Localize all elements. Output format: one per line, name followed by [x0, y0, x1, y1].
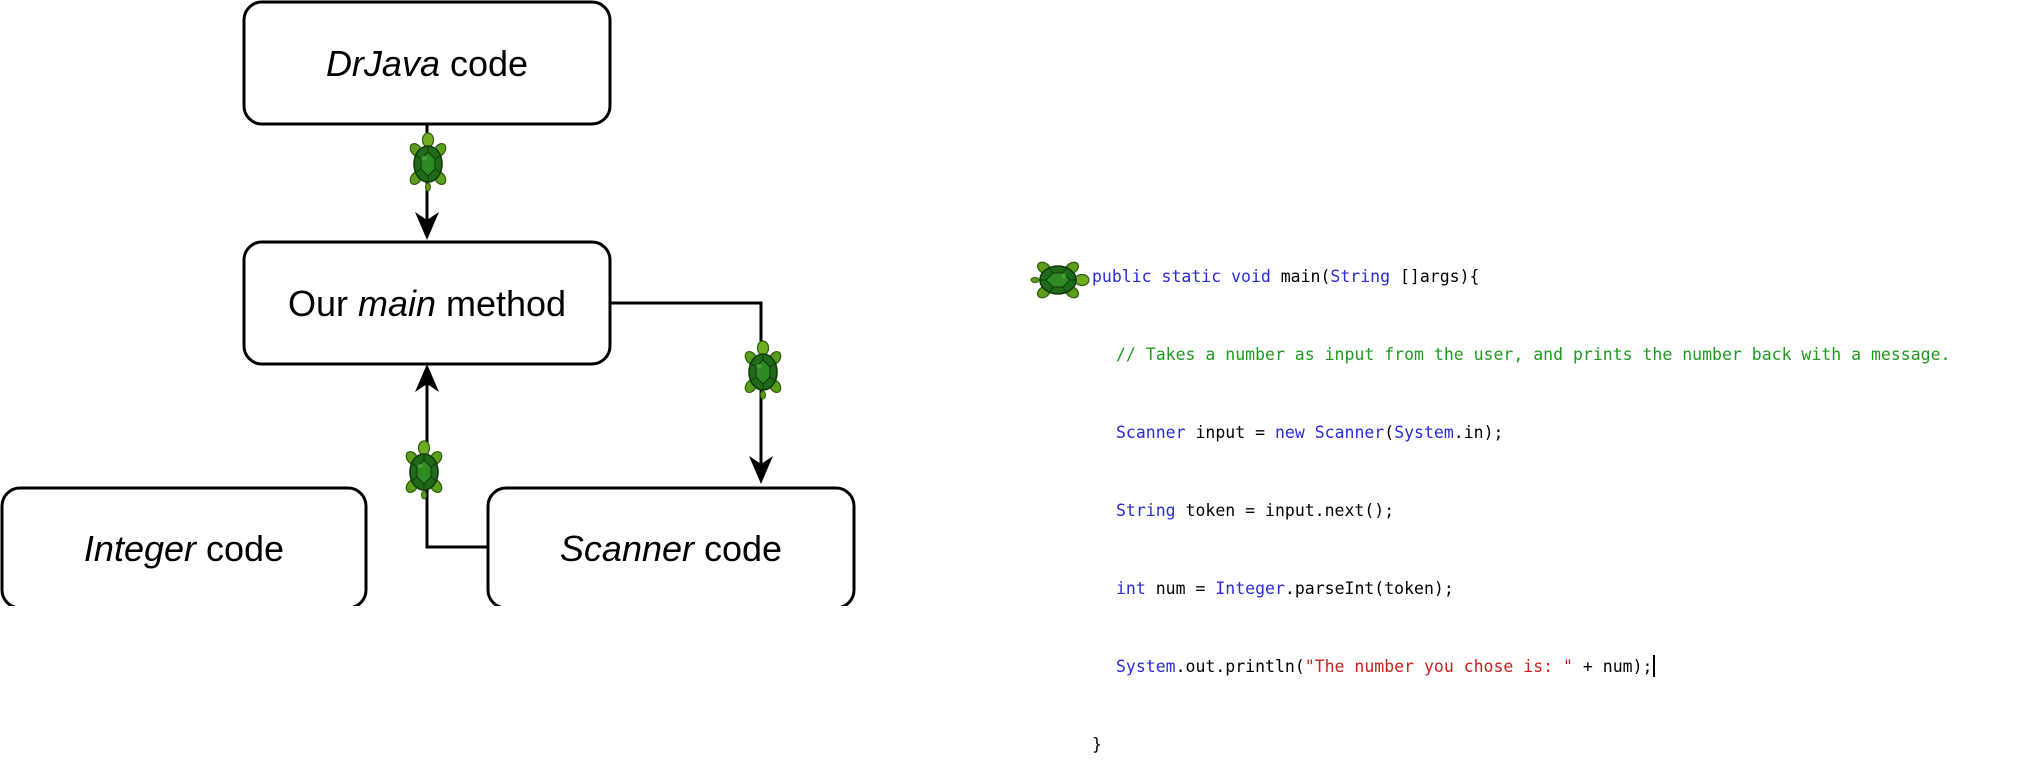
- text-caret: [1653, 655, 1656, 677]
- code-text: num =: [1145, 579, 1216, 598]
- code-line: String token = input.next();: [1092, 498, 1950, 524]
- code-type: String: [1116, 501, 1176, 520]
- code-type: Scanner: [1314, 423, 1385, 442]
- box-label: DrJava code: [326, 43, 528, 84]
- turtle-icon: [742, 340, 784, 400]
- box-drjava-code: DrJava code: [242, 0, 612, 126]
- code-line: System.out.println("The number you chose…: [1092, 654, 1950, 680]
- box-label-italic: DrJava: [326, 43, 440, 84]
- arrow-main-to-scanner: [610, 301, 763, 476]
- flow-diagram: DrJava code Our main method Integer code…: [0, 0, 1090, 606]
- code-line: int num = Integer.parseInt(token);: [1092, 576, 1950, 602]
- code-type: System: [1394, 423, 1454, 442]
- code-text: + num);: [1572, 657, 1653, 676]
- code-text: input =: [1185, 423, 1275, 442]
- box-label-rest: method: [436, 283, 566, 324]
- code-line: Scanner input = new Scanner(System.in);: [1092, 420, 1950, 446]
- code-keyword: int: [1116, 579, 1146, 598]
- box-label-italic: Integer: [84, 528, 198, 569]
- code-keyword: new: [1274, 423, 1305, 442]
- box-label: Scanner code: [560, 528, 782, 569]
- box-label-pre: Our: [288, 283, 358, 324]
- code-type: System: [1116, 657, 1176, 676]
- turtle-icon: [407, 132, 449, 192]
- code-snippet: public static void main(String []args){ …: [1092, 212, 1950, 784]
- connectors: [415, 124, 773, 549]
- arrow-scanner-to-main: [425, 368, 488, 549]
- turtle-icon: [403, 440, 445, 500]
- box-label-italic: Scanner: [560, 528, 696, 569]
- code-text: .parseInt(token);: [1284, 579, 1454, 598]
- code-type: Scanner: [1116, 423, 1186, 442]
- code-text: .out.println(: [1175, 657, 1305, 676]
- code-text: .in);: [1453, 423, 1504, 442]
- code-comment: // Takes a number as input from the user…: [1116, 345, 1951, 364]
- box-label-rest: code: [440, 43, 528, 84]
- code-text: main(: [1270, 267, 1331, 286]
- box-integer-code: Integer code: [0, 486, 368, 606]
- code-type: Integer: [1215, 579, 1285, 598]
- arrowhead-up: [415, 364, 439, 392]
- box-label: Integer code: [84, 528, 284, 569]
- box-label: Our main method: [288, 283, 566, 324]
- box-label-rest: code: [196, 528, 284, 569]
- code-line: }: [1092, 732, 1950, 758]
- code-type: String: [1330, 267, 1391, 286]
- box-scanner-code: Scanner code: [486, 486, 856, 606]
- code-text: (: [1384, 423, 1395, 442]
- box-label-rest: code: [694, 528, 782, 569]
- code-line: public static void main(String []args){: [1092, 264, 1950, 290]
- box-label-italic: main: [358, 283, 436, 324]
- arrowhead-down: [415, 212, 439, 240]
- arrowhead-down: [749, 456, 773, 484]
- code-text: [1305, 423, 1315, 442]
- code-string: "The number you chose is: ": [1304, 657, 1573, 676]
- code-text: []args){: [1390, 267, 1480, 286]
- code-line: // Takes a number as input from the user…: [1092, 342, 1950, 368]
- code-keyword: public static void: [1092, 267, 1271, 286]
- code-text: token = input.next();: [1175, 501, 1395, 520]
- box-main-method: Our main method: [242, 240, 612, 366]
- code-text: }: [1092, 735, 1102, 754]
- turtle-icon: [1030, 259, 1090, 301]
